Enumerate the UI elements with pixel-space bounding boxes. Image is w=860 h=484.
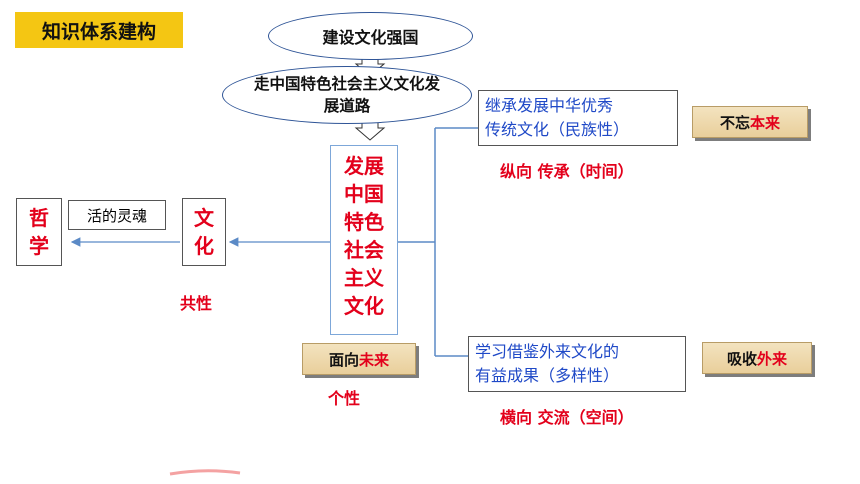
soul-label: 活的灵魂 [86, 206, 147, 225]
philosophy-box: 哲 学 [16, 198, 62, 266]
vertical-caption: 纵向 传承（时间） [500, 162, 634, 181]
individuality-label: 个性 [328, 389, 361, 408]
learn-line-2: 有益成果（多样性） [475, 366, 620, 385]
origin-badge-prefix: 不忘 [719, 113, 750, 132]
center-line: 特色 [344, 210, 384, 234]
path-ellipse: 走中国特色社会主义文化发展道路 [222, 66, 472, 124]
absorb-badge-highlight: 外来 [757, 349, 788, 368]
inherit-tradition-box: 继承发展中华优秀 传统文化（民族性） [478, 90, 678, 146]
origin-badge: 不忘本来 [692, 106, 808, 138]
inherit-line-2: 传统文化（民族性） [485, 120, 630, 139]
center-line: 社会 [344, 238, 384, 262]
center-culture-box: 发展 中国 特色 社会 主义 文化 [330, 145, 398, 335]
origin-badge-highlight: 本来 [750, 113, 781, 132]
absorb-badge-prefix: 吸收 [726, 349, 757, 368]
learn-foreign-box: 学习借鉴外来文化的 有益成果（多样性） [468, 336, 686, 392]
soul-label-box: 活的灵魂 [68, 200, 166, 230]
center-line: 主义 [344, 266, 384, 290]
horizontal-caption: 横向 交流（空间） [500, 408, 634, 427]
center-line: 发展 [344, 154, 384, 178]
page-title: 知识体系建构 [15, 12, 183, 48]
absorb-badge: 吸收外来 [702, 342, 812, 374]
goal-ellipse: 建设文化强国 [268, 12, 473, 60]
future-badge-prefix: 面向 [328, 350, 359, 369]
philosophy-char: 哲 [29, 206, 49, 230]
center-line: 文化 [344, 294, 384, 318]
commonality-label: 共性 [180, 294, 213, 313]
goal-text: 建设文化强国 [322, 28, 419, 47]
path-text: 走中国特色社会主义文化发展道路 [253, 75, 440, 115]
philosophy-char: 学 [29, 234, 49, 258]
learn-line-1: 学习借鉴外来文化的 [475, 342, 620, 361]
future-badge-highlight: 未来 [359, 350, 390, 369]
inherit-line-1: 继承发展中华优秀 [485, 96, 614, 115]
culture-box: 文 化 [182, 198, 226, 266]
culture-char: 文 [194, 206, 214, 230]
culture-char: 化 [194, 234, 214, 258]
future-badge: 面向未来 [302, 343, 416, 375]
decorative-stroke [169, 469, 241, 476]
center-line: 中国 [344, 182, 384, 206]
